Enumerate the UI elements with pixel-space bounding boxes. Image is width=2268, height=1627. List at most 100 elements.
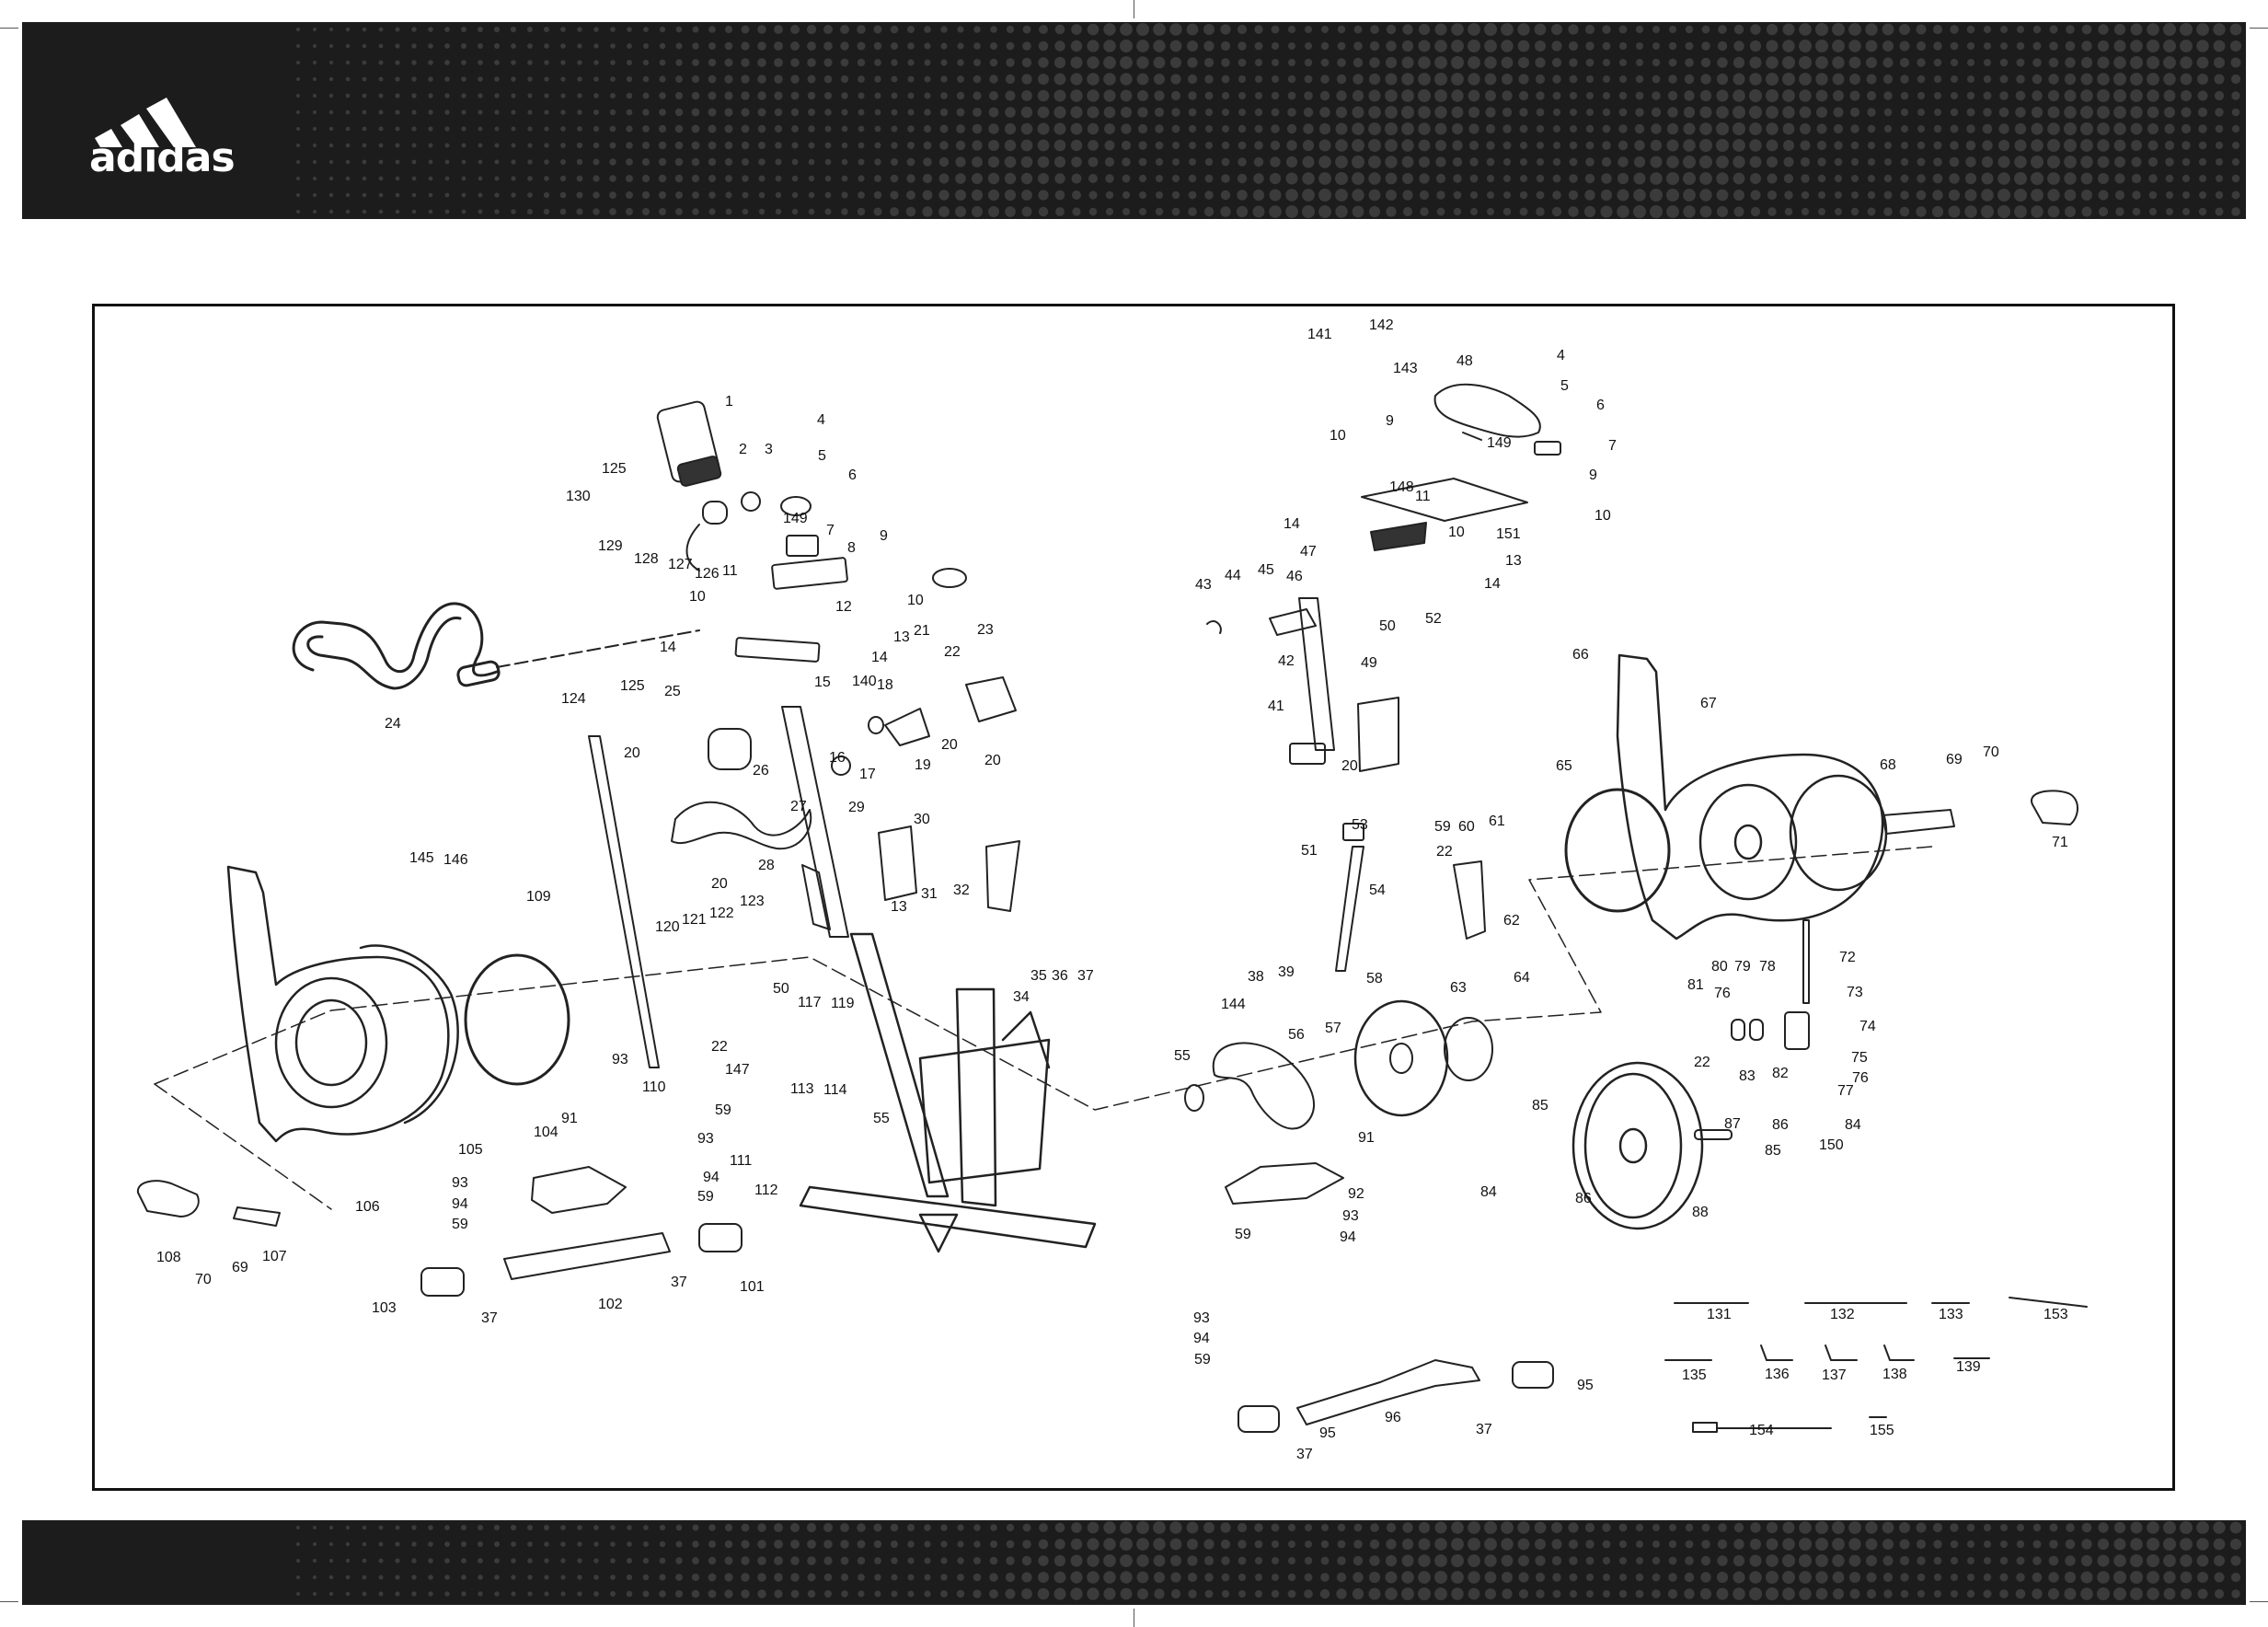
part-label: 86 [1575, 1191, 1592, 1206]
part-label: 113 [790, 1081, 814, 1097]
part-label: 86 [1772, 1117, 1789, 1133]
part-label: 127 [668, 557, 693, 572]
part-label: 88 [1692, 1205, 1709, 1220]
part-label: 22 [711, 1039, 728, 1055]
part-label: 102 [598, 1297, 623, 1312]
part-label: 15 [814, 675, 831, 690]
part-label: 1 [725, 394, 733, 410]
part-label: 132 [1830, 1307, 1855, 1322]
part-label: 85 [1765, 1143, 1781, 1159]
part-label: 105 [458, 1142, 483, 1158]
part-label: 140 [852, 674, 877, 689]
part-label: 106 [355, 1199, 380, 1215]
part-label: 70 [195, 1272, 212, 1287]
part-label: 20 [941, 737, 958, 753]
part-label: 81 [1687, 977, 1704, 993]
part-label: 107 [262, 1249, 287, 1264]
part-label: 14 [871, 650, 888, 665]
part-label: 135 [1682, 1367, 1707, 1383]
part-label: 72 [1839, 950, 1856, 965]
part-label: 110 [642, 1079, 666, 1095]
part-label: 55 [873, 1111, 890, 1126]
saddle [1433, 383, 1541, 441]
crop-mark [2250, 1601, 2268, 1602]
part-label: 47 [1300, 544, 1317, 560]
part-label: 93 [612, 1052, 628, 1067]
part-label: 10 [1595, 508, 1611, 524]
part-label: 2 [739, 442, 747, 457]
part-label: 150 [1819, 1137, 1844, 1153]
part-label: 20 [984, 753, 1001, 768]
part-label: 42 [1278, 653, 1295, 669]
part-label: 9 [1386, 413, 1394, 429]
part-label: 145 [409, 850, 434, 866]
part-label: 65 [1556, 758, 1572, 774]
flywheel [1571, 1061, 1704, 1230]
part-label: 60 [1458, 819, 1475, 835]
part-label: 51 [1301, 843, 1318, 859]
console-display [656, 400, 722, 487]
part-label: 149 [1487, 435, 1512, 451]
part-label: 4 [1557, 348, 1565, 363]
part-label: 16 [829, 750, 846, 766]
part-label: 94 [1193, 1331, 1210, 1346]
three-stripes-logo-icon [95, 98, 196, 147]
part-label: 50 [773, 981, 789, 997]
part-label: 151 [1496, 526, 1521, 542]
left-side-cover [226, 865, 459, 1143]
part-label: 59 [452, 1217, 468, 1232]
part-label: 138 [1882, 1367, 1907, 1382]
part-label: 37 [1296, 1447, 1313, 1462]
footer-band [22, 1520, 2246, 1605]
part-label: 66 [1572, 647, 1589, 663]
part-label: 93 [1342, 1208, 1359, 1224]
brand-logo-text: adidas [89, 134, 236, 181]
part-label: 20 [624, 745, 640, 761]
part-label: 92 [1348, 1186, 1364, 1202]
part-label: 37 [671, 1275, 687, 1290]
part-label: 104 [534, 1125, 558, 1140]
part-label: 21 [914, 623, 930, 639]
header-band [22, 22, 2246, 219]
part-label: 54 [1369, 883, 1386, 898]
part-label: 126 [695, 566, 720, 582]
part-label: 94 [1340, 1229, 1356, 1245]
part-label: 10 [1330, 428, 1346, 444]
part-label: 154 [1749, 1423, 1774, 1438]
part-label: 144 [1221, 997, 1246, 1012]
part-label: 37 [1476, 1422, 1492, 1437]
part-label: 131 [1707, 1307, 1732, 1322]
part-label: 103 [372, 1300, 397, 1316]
part-label: 108 [156, 1250, 181, 1265]
part-label: 64 [1514, 970, 1530, 986]
part-label: 133 [1939, 1307, 1963, 1322]
halftone-pattern [296, 23, 2242, 218]
part-label: 84 [1845, 1117, 1861, 1133]
part-label: 93 [1193, 1310, 1210, 1326]
part-label: 44 [1225, 568, 1241, 583]
part-label: 20 [711, 876, 728, 892]
part-label: 34 [1013, 989, 1030, 1005]
part-label: 58 [1366, 971, 1383, 987]
part-label: 70 [1983, 744, 1999, 760]
part-label: 13 [891, 899, 907, 915]
part-label: 137 [1822, 1367, 1847, 1383]
part-label: 22 [1694, 1055, 1710, 1070]
part-label: 143 [1393, 361, 1418, 376]
part-label: 82 [1772, 1066, 1789, 1081]
part-label: 87 [1724, 1116, 1741, 1132]
crop-mark [2250, 28, 2268, 29]
part-label: 123 [740, 894, 765, 909]
part-label: 146 [443, 852, 468, 868]
part-label: 61 [1489, 814, 1505, 829]
part-label: 59 [1434, 819, 1451, 835]
part-label: 43 [1195, 577, 1212, 593]
part-label: 7 [826, 523, 835, 538]
part-label: 8 [847, 540, 856, 556]
part-label: 19 [915, 757, 931, 773]
main-frame [799, 932, 1097, 1253]
part-label: 62 [1503, 913, 1520, 929]
part-label: 11 [722, 563, 738, 579]
part-label: 59 [1194, 1352, 1211, 1367]
